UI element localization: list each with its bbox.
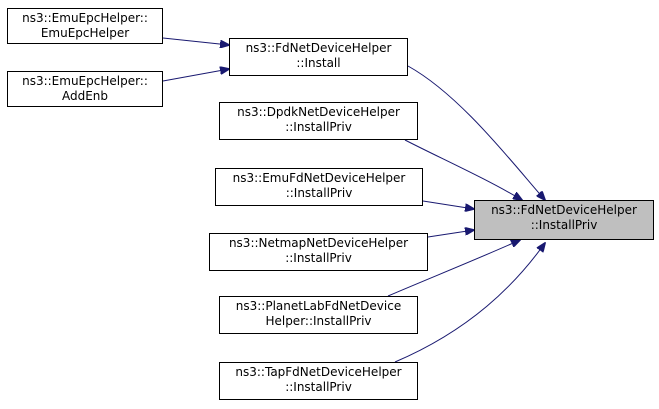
edge-dpdk-to-fd-installpriv <box>404 139 522 200</box>
edge-emu-epc-addenb-to-fd-install <box>162 69 229 82</box>
edge-tapfd-to-fd-installpriv <box>394 243 545 363</box>
node-emu-epc-helper-constructor[interactable]: ns3::EmuEpcHelper:: EmuEpcHelper <box>7 8 163 44</box>
node-label-line1: ns3::FdNetDeviceHelper <box>245 41 392 55</box>
node-label-line2: AddEnb <box>61 89 109 103</box>
node-label-line1: ns3::EmuFdNetDeviceHelper <box>232 171 406 185</box>
edge-planetlab-to-fd-installpriv <box>387 240 520 297</box>
node-label-line1: ns3::EmuEpcHelper:: <box>22 11 148 25</box>
node-label-line2: ::InstallPriv <box>285 251 352 265</box>
node-fd-net-device-helper-installpriv-focus[interactable]: ns3::FdNetDeviceHelper ::InstallPriv <box>474 200 654 240</box>
node-netmap-net-device-helper-installpriv[interactable]: ns3::NetmapNetDeviceHelper ::InstallPriv <box>209 233 428 271</box>
edge-fd-install-to-fd-installpriv <box>407 65 545 200</box>
node-label-line2: ::InstallPriv <box>285 186 353 200</box>
edge-emu-epc-ctor-to-fd-install <box>162 37 229 45</box>
node-label-line1: ns3::DpdkNetDeviceHelper <box>237 105 400 119</box>
node-label-line1: ns3::EmuEpcHelper:: <box>22 74 148 88</box>
node-label-line1: ns3::PlanetLabFdNetDevice <box>235 299 402 313</box>
node-label-line2: ::InstallPriv <box>285 120 352 134</box>
node-label-line2: ::InstallPriv <box>530 218 598 232</box>
node-dpdk-net-device-helper-installpriv[interactable]: ns3::DpdkNetDeviceHelper ::InstallPriv <box>219 102 418 140</box>
node-label-line2: ::InstallPriv <box>285 380 352 394</box>
node-label-line1: ns3::TapFdNetDeviceHelper <box>235 365 402 379</box>
node-planetlab-fd-net-device-helper-installpriv[interactable]: ns3::PlanetLabFdNetDevice Helper::Instal… <box>219 296 418 334</box>
node-emu-epc-helper-addenb[interactable]: ns3::EmuEpcHelper:: AddEnb <box>7 71 163 107</box>
edge-emufd-to-fd-installpriv <box>422 200 474 209</box>
node-label-line2: Helper::InstallPriv <box>265 314 372 328</box>
node-fd-net-device-helper-install[interactable]: ns3::FdNetDeviceHelper ::Install <box>229 38 408 76</box>
node-label-line2: ::Install <box>296 56 341 70</box>
node-label-line2: EmuEpcHelper <box>40 26 130 40</box>
edge-netmap-to-fd-installpriv <box>427 230 474 238</box>
node-tap-fd-net-device-helper-installpriv[interactable]: ns3::TapFdNetDeviceHelper ::InstallPriv <box>219 362 418 400</box>
node-label-line1: ns3::FdNetDeviceHelper <box>491 203 637 217</box>
node-label-line1: ns3::NetmapNetDeviceHelper <box>228 236 409 250</box>
node-emu-fd-net-device-helper-installpriv[interactable]: ns3::EmuFdNetDeviceHelper ::InstallPriv <box>215 168 423 206</box>
